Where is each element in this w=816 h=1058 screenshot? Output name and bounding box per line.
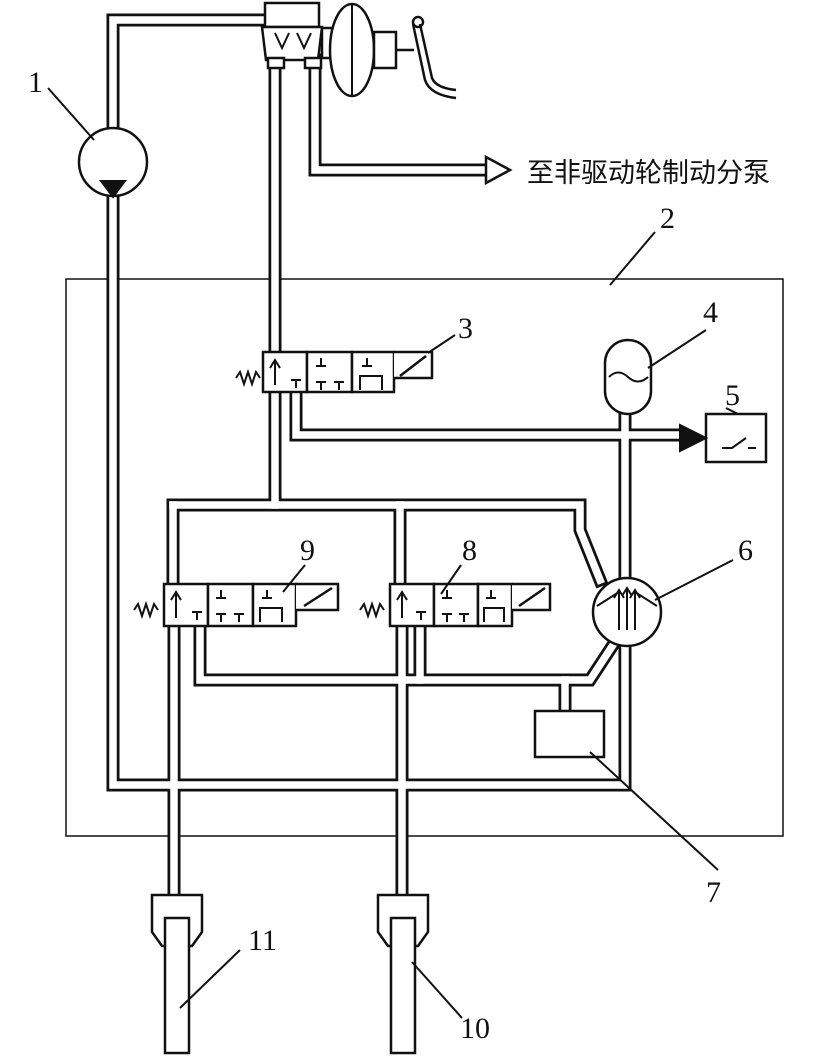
label-2: 2 [660, 202, 675, 235]
spring-icon [359, 600, 385, 620]
label-7: 7 [706, 876, 721, 909]
label-6: 6 [738, 534, 753, 567]
label-9: 9 [300, 534, 315, 567]
pump-motor [591, 576, 663, 648]
pipes [106, 13, 687, 907]
label-8: 8 [462, 534, 477, 567]
outlet-arrow [484, 154, 513, 186]
solenoid-valve-3 [235, 350, 434, 394]
label-10: 10 [460, 1012, 490, 1045]
return-pump [77, 126, 149, 199]
outlet-caption: 至非驱动轮制动分泵 [527, 158, 770, 189]
wheel-brake-11 [150, 893, 204, 1055]
label-1: 1 [28, 66, 43, 99]
solenoid-valve-8 [359, 582, 552, 628]
master-cylinder-assembly [260, 1, 457, 100]
label-5: 5 [725, 379, 740, 412]
accumulator [603, 338, 653, 416]
pressure-switch [679, 412, 768, 464]
module-boundary [65, 278, 784, 837]
wheel-brake-10 [376, 893, 430, 1055]
solenoid-valve-9 [133, 582, 340, 628]
control-unit [533, 709, 606, 759]
spring-icon [133, 600, 159, 620]
label-4: 4 [703, 296, 718, 329]
label-3: 3 [458, 312, 473, 345]
leader-lines [47, 87, 739, 1019]
label-11: 11 [248, 924, 277, 957]
pump-triangle-icon [99, 180, 127, 199]
spring-icon [235, 368, 261, 388]
